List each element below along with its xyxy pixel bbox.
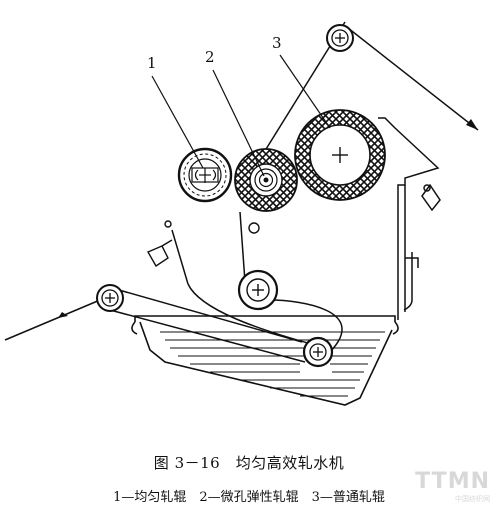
figure-caption: 图 3－16 均匀高效轧水机 — [153, 454, 345, 472]
guide-roller-trough — [302, 336, 334, 368]
roller-2-microporous — [234, 148, 298, 212]
watermark-sub: 中国纺织网 — [455, 495, 490, 503]
padder-diagram: 1 2 3 — [4, 21, 479, 406]
arrow-in — [58, 312, 68, 318]
label-2: 2 — [205, 48, 215, 66]
small-idler — [248, 222, 260, 234]
label-3: 3 — [272, 34, 282, 52]
machine-frame — [378, 117, 441, 320]
guide-roller-left — [96, 284, 124, 312]
leader-lines — [151, 54, 331, 177]
arrow-out — [466, 119, 478, 130]
watermark-logo: TTMN 中国纺织网 — [415, 469, 490, 504]
guide-roller-middle — [237, 269, 279, 311]
roller-1-uniform — [177, 147, 233, 203]
tension-fitting — [147, 220, 173, 267]
figure-legend: 1—均匀轧辊 2—微孔弹性轧辊 3—普通轧辊 — [113, 490, 385, 505]
label-1: 1 — [147, 54, 157, 72]
roller-3-ordinary — [294, 109, 386, 201]
guide-roller-top — [326, 24, 354, 52]
watermark-brand: TTMN — [415, 469, 490, 494]
